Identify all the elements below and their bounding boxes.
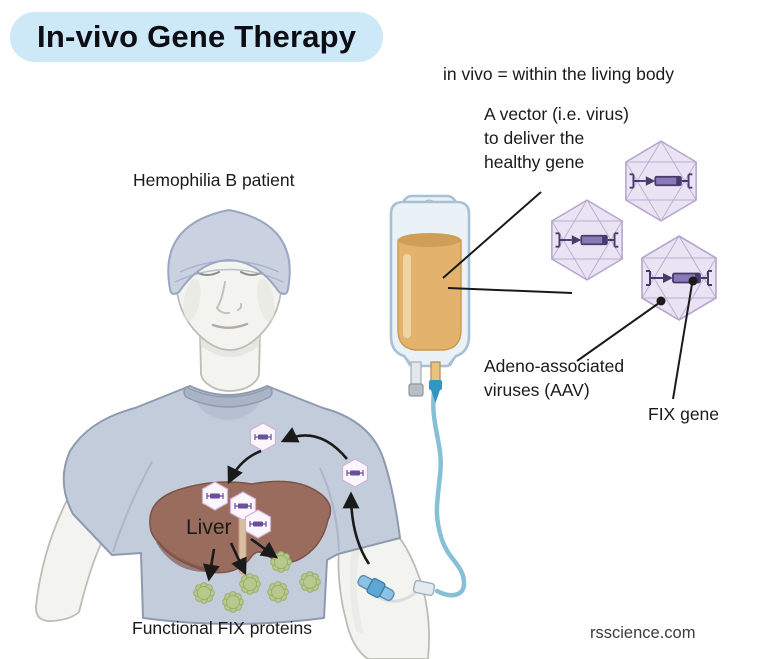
fix-protein-icon (299, 571, 321, 593)
nose-icon (215, 281, 243, 315)
fix-protein-icon (222, 591, 244, 613)
fluid-surface (398, 233, 461, 247)
from-iv-arrow (342, 491, 371, 565)
liver-output-arrow (229, 542, 247, 576)
tube-connector (412, 579, 436, 597)
iv-bag-icon (389, 194, 471, 403)
circulation-arrow (280, 427, 349, 460)
bag-port-capped (408, 361, 424, 397)
fix-protein-icon (267, 581, 289, 603)
fix-protein-icon (193, 582, 215, 604)
bag-port-spike (429, 361, 442, 403)
credit-watermark: rsscience.com (590, 624, 696, 642)
liver-output-arrow (250, 537, 279, 559)
callout-lines (442, 191, 693, 400)
aav-virus-icon (550, 199, 624, 281)
vector-label: A vector (i.e. virus) to deliver the hea… (484, 104, 629, 172)
aav-callout-line (576, 302, 660, 362)
fix-gene-label: FIX gene (648, 404, 720, 424)
flow-arrows (203, 427, 371, 582)
aav-label: Adeno-associated viruses (AAV) (484, 356, 625, 400)
patient-face (175, 248, 283, 351)
page-title: In-vivo Gene Therapy (10, 12, 384, 62)
iv-line (357, 389, 467, 603)
mouth-icon (211, 322, 249, 329)
iv-tube (431, 389, 467, 598)
shirt-collar (183, 386, 273, 408)
fix-proteins-label: Functional FIX proteins (132, 618, 312, 638)
aav-virus-icon (624, 140, 698, 222)
patient-label: Hemophilia B patient (133, 170, 295, 190)
vector-callout-line (442, 191, 542, 279)
patient-cap (167, 208, 291, 295)
fixgene-callout-dot (688, 276, 698, 286)
fix-protein-icon (239, 573, 261, 595)
fixgene-callout-line (672, 283, 693, 400)
liver-label: Liver (186, 516, 232, 539)
to-liver-arrow (227, 449, 262, 485)
bag-callout-line (447, 287, 573, 294)
invivo-definition: in vivo = within the living body (443, 64, 675, 84)
aav-callout-dot (656, 296, 666, 306)
iv-catheter-icon (357, 574, 395, 602)
liver-output-arrow (203, 548, 220, 582)
